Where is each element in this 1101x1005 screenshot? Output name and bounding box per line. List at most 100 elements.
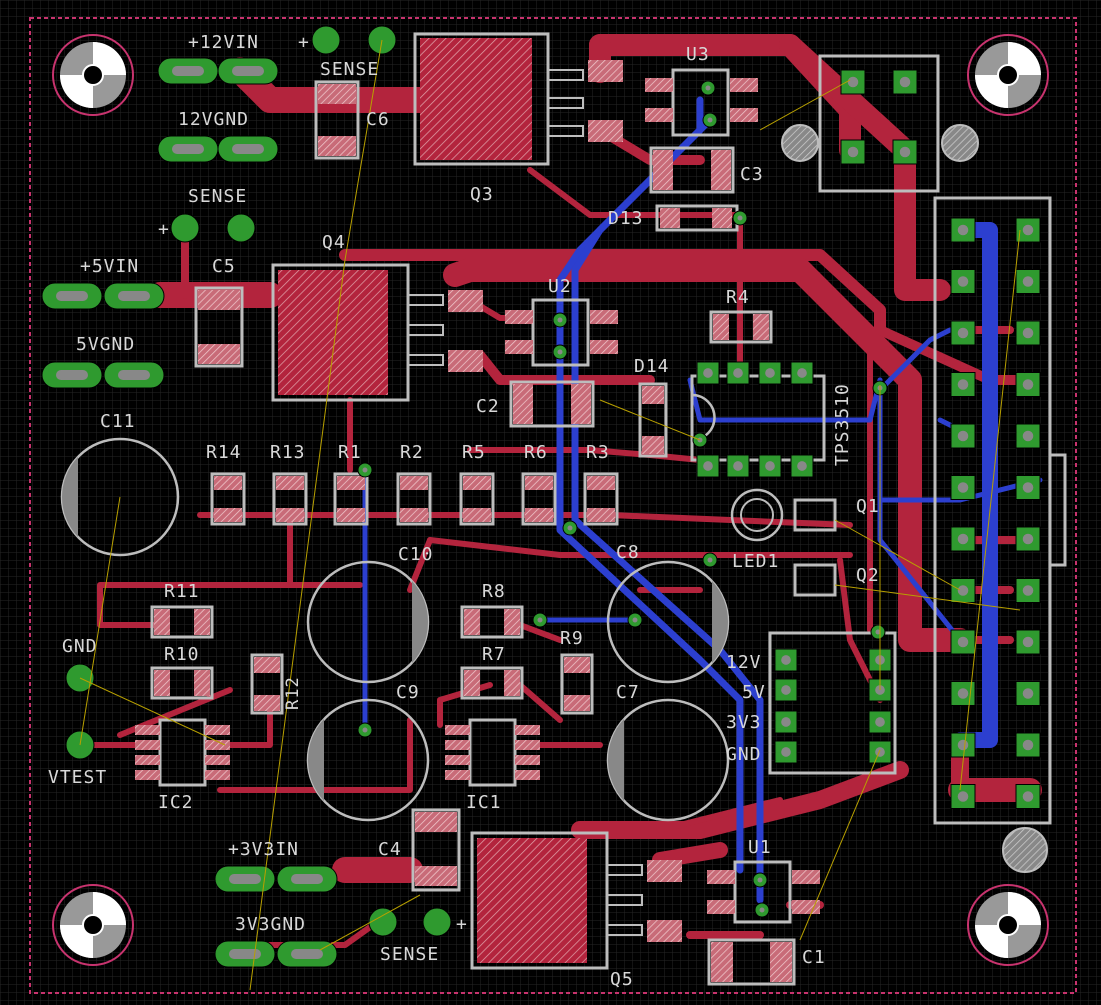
label-tps3510: TPS3510 (832, 383, 853, 466)
connector-pin-hole (847, 76, 859, 88)
header-pin-hole (875, 747, 885, 757)
label-r8: R8 (482, 581, 506, 602)
label-sense-3v3: SENSE (380, 944, 439, 965)
regulator-q4 (271, 263, 483, 402)
connector-pin-hole (957, 276, 969, 287)
mounting-hole-tr (967, 34, 1049, 116)
label-c9: C9 (396, 682, 420, 703)
label-u3: U3 (686, 44, 710, 65)
connector-pin-hole (957, 533, 969, 545)
label-r3: R3 (586, 442, 610, 463)
label-c5: C5 (212, 256, 236, 277)
header-voltage-out (768, 631, 897, 775)
dip-pin-hole (797, 461, 807, 471)
connector-pin-hole (957, 482, 969, 493)
label-12vgnd: 12VGND (178, 109, 249, 130)
mounting-hole-tl (52, 34, 134, 116)
connector-pin-hole (957, 739, 969, 751)
label-3v3in: +3V3IN (228, 839, 299, 860)
connector-pin (1015, 372, 1041, 397)
via-hole (537, 617, 543, 623)
connector-pin-hole (1022, 791, 1034, 802)
connector-atx (933, 196, 1067, 873)
electrolytic-cap-bands (62, 457, 729, 801)
via-hole (737, 215, 743, 221)
dip-pin-hole (797, 368, 807, 378)
connector-pin-hole (847, 146, 859, 158)
label-r10: R10 (164, 644, 200, 665)
ic-u3 (645, 68, 758, 137)
connector-pin-hole (957, 224, 969, 236)
mounting-hole-br (967, 884, 1049, 966)
air-wires (79, 39, 1021, 991)
label-3v3gnd: 3V3GND (235, 914, 306, 935)
label-c2: C2 (476, 396, 500, 417)
label-r2: R2 (400, 442, 424, 463)
connector-pin-hole (1022, 276, 1034, 287)
connector-pin-hole (1022, 482, 1034, 493)
round-pads (65, 25, 452, 937)
regulator-q3 (413, 32, 623, 166)
label-ic1: IC1 (466, 792, 502, 813)
connector-pin-hole (957, 688, 969, 699)
label-r14: R14 (206, 442, 242, 463)
via-hole (557, 317, 563, 323)
connector-pin-hole (1022, 379, 1034, 390)
connector-pin-hole (1022, 636, 1034, 648)
label-c1: C1 (802, 947, 826, 968)
header-pin-hole (875, 717, 885, 727)
label-r9: R9 (560, 628, 584, 649)
label-gnd-out: GND (726, 744, 762, 765)
label-gnd: GND (62, 636, 98, 657)
via-hole (362, 467, 368, 473)
connector-pin-hole (957, 791, 969, 802)
label-plus-12: + (298, 32, 310, 53)
connector-pin-hole (1022, 585, 1034, 596)
dip-pin-hole (733, 461, 743, 471)
label-5v: 5V (742, 682, 766, 703)
label-c8: C8 (616, 542, 640, 563)
label-plus-5: + (158, 219, 170, 240)
mounting-hole-bl (52, 884, 134, 966)
dip-pin-hole (703, 461, 713, 471)
connector-pin (950, 475, 976, 500)
via-hole (362, 727, 368, 733)
dip-pin-hole (765, 368, 775, 378)
label-c4: C4 (378, 839, 402, 860)
ic-ic1 (445, 718, 540, 787)
label-r4: R4 (726, 287, 750, 308)
connector-pin-hole (1022, 430, 1034, 442)
label-5vgnd: 5VGND (76, 334, 135, 355)
via-hole (632, 617, 638, 623)
via-hole (707, 557, 713, 563)
via-hole (757, 877, 763, 883)
label-c7: C7 (616, 682, 640, 703)
label-r13: R13 (270, 442, 306, 463)
via-hole (557, 349, 563, 355)
silkscreen-labels: +12VIN + SENSE 12VGND SENSE + +5VIN 5VGN… (48, 32, 880, 990)
header-pin-hole (781, 717, 791, 727)
label-q1: Q1 (856, 496, 880, 517)
label-u1: U1 (748, 837, 772, 858)
dip-pin-hole (703, 368, 713, 378)
label-plus-3v3: + (456, 914, 468, 935)
label-c3: C3 (740, 164, 764, 185)
label-r5: R5 (462, 442, 486, 463)
via-hole (707, 117, 713, 123)
dip-pin-hole (733, 368, 743, 378)
ic-ic2 (135, 718, 230, 787)
header-pin-hole (781, 655, 791, 665)
regulator-q5 (470, 831, 682, 970)
connector-pin-hole (899, 146, 911, 158)
label-c11: C11 (100, 411, 136, 432)
vias (357, 80, 888, 918)
connector-top (781, 54, 979, 193)
via-hole (759, 907, 765, 913)
label-vtest: VTEST (48, 767, 107, 788)
header-pin-hole (781, 747, 791, 757)
connector-pin-hole (1022, 224, 1034, 236)
ic-u1 (707, 860, 820, 924)
connector-pin-hole (957, 430, 969, 442)
label-d14: D14 (634, 356, 670, 377)
ic-u2 (505, 298, 618, 367)
